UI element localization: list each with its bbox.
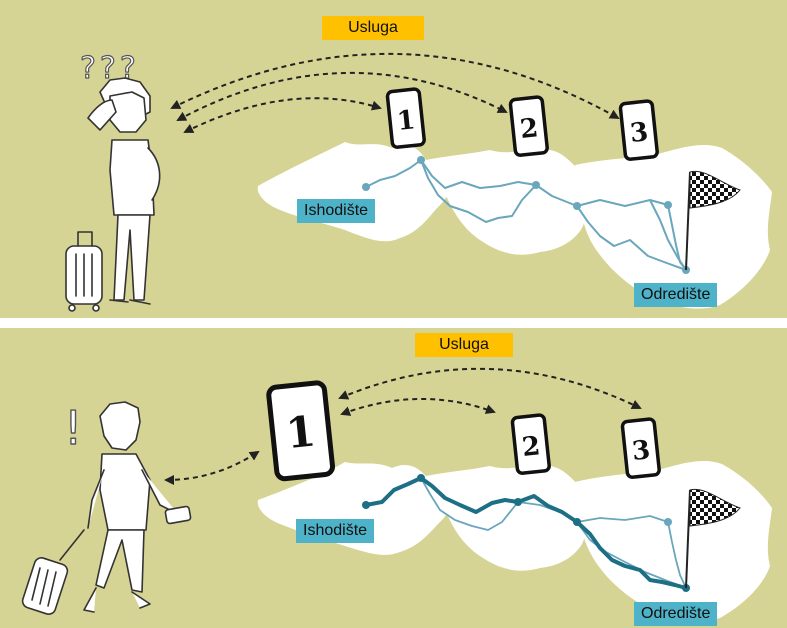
confident-traveler-icon: !	[21, 400, 192, 615]
top-arrow-phone-2	[176, 71, 508, 121]
top-node-1	[417, 156, 425, 164]
bottom-panel: 1 2 3 !	[0, 328, 787, 628]
top-routes	[365, 159, 687, 271]
bottom-node-origin	[362, 501, 370, 509]
bottom-origin-label: Ishodište	[296, 519, 375, 543]
bottom-arrow-phone-2	[340, 398, 496, 416]
top-route-a	[365, 159, 687, 271]
top-route-nodes	[362, 156, 690, 274]
bottom-phone-2-icon: 2	[510, 413, 551, 475]
svg-text:3: 3	[631, 435, 652, 467]
svg-text:1: 1	[396, 105, 417, 137]
top-node-4	[664, 201, 672, 209]
handheld-phone-icon	[164, 505, 192, 525]
top-route-c	[576, 205, 687, 271]
top-arrow-phone-3	[170, 52, 620, 119]
svg-text:1: 1	[284, 406, 318, 458]
svg-text:2: 2	[521, 431, 542, 463]
top-phone-1-icon: 1	[385, 87, 426, 149]
bottom-node-3	[573, 518, 581, 526]
bottom-destination-label: Odredište	[634, 602, 718, 626]
svg-text:3: 3	[629, 117, 650, 149]
top-node-origin	[362, 183, 370, 191]
bottom-phone-3-icon: 3	[620, 417, 661, 479]
top-service-arrows	[170, 52, 620, 133]
bottom-node-4	[664, 518, 672, 526]
top-finish-flag-icon	[685, 170, 741, 271]
bottom-arrow-user	[164, 450, 260, 485]
svg-text:2: 2	[519, 113, 540, 145]
top-arrow-phone-1	[183, 97, 382, 133]
top-node-2	[532, 181, 540, 189]
bottom-service-arrows	[164, 367, 642, 485]
confused-traveler-icon: ???	[65, 50, 161, 312]
bottom-node-1	[417, 474, 425, 482]
top-node-3	[573, 202, 581, 210]
bottom-node-2	[514, 498, 522, 506]
exclamation-mark: !	[64, 401, 82, 455]
top-origin-label: Ishodište	[297, 199, 376, 223]
bottom-arrow-phone-3	[338, 367, 642, 409]
top-route-d	[649, 199, 687, 271]
top-destination-label: Odredište	[634, 283, 718, 307]
panel-divider	[0, 318, 787, 328]
top-route-b	[420, 159, 537, 223]
bottom-finish-flag-icon	[685, 488, 741, 589]
top-service-label: Usluga	[322, 16, 424, 40]
top-panel: 1 2 3 ???	[0, 0, 787, 318]
top-phone-2-icon: 2	[508, 95, 549, 157]
top-phone-3-icon: 3	[618, 99, 659, 161]
bottom-phone-1-large-icon: 1	[266, 380, 336, 482]
bottom-service-label: Usluga	[415, 333, 513, 357]
